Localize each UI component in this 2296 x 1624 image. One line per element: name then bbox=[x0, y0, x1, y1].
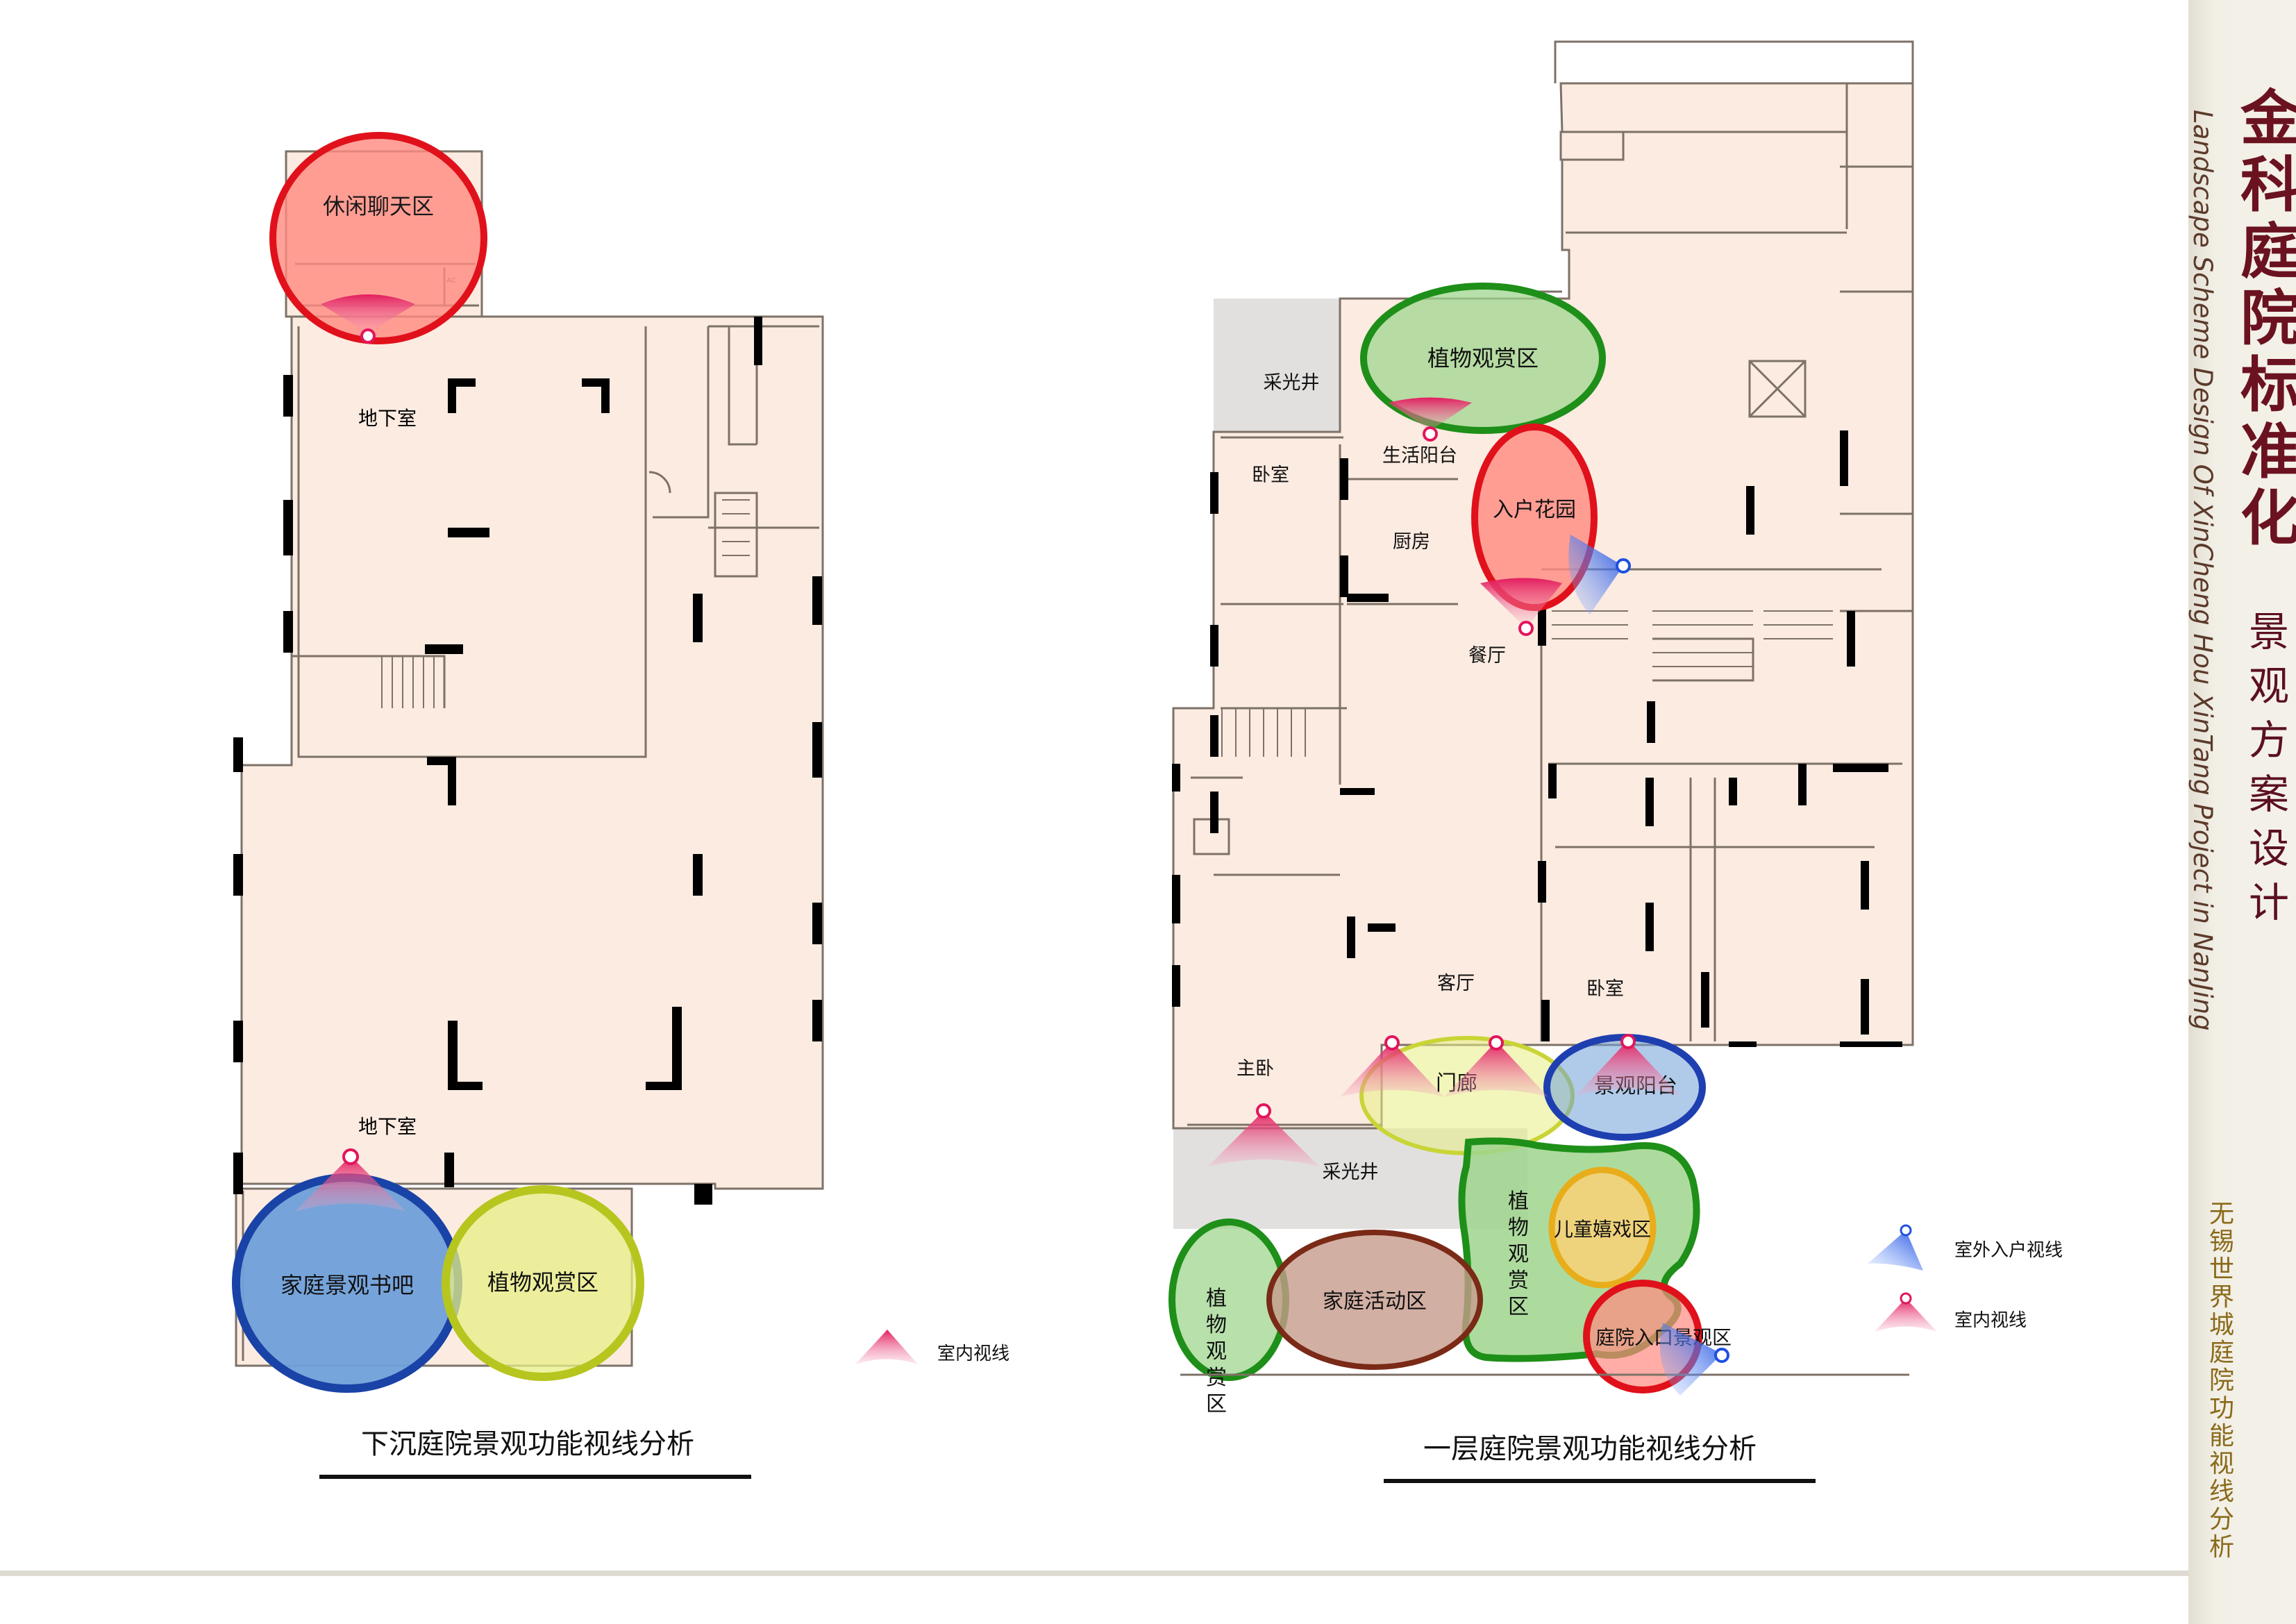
sight-indoor-left-2 bbox=[295, 1148, 406, 1212]
sight-indoor-right-6 bbox=[1208, 1103, 1319, 1166]
left-room-basement-top: 地下室 bbox=[358, 407, 417, 430]
left-stairs bbox=[381, 499, 750, 708]
zone-kids-label: 儿童嬉戏区 bbox=[1554, 1218, 1651, 1241]
room-bedroom-a: 卧室 bbox=[1252, 464, 1289, 486]
sidebar-subtitle-en: Landscape Scheme Design Of XinCheng Hou … bbox=[2188, 110, 2218, 1030]
room-utility-balcony: 生活阳台 bbox=[1382, 445, 1457, 467]
sidebar-background bbox=[2188, 0, 2296, 1624]
right-legend: 室外入户视线 室内视线 bbox=[1868, 1224, 2063, 1332]
sidebar-design-label: 景观方案设计 bbox=[2249, 608, 2289, 926]
sight-indoor-right-5 bbox=[1576, 1034, 1680, 1096]
zone-plants-left-plan: 植物观赏区 bbox=[442, 1185, 644, 1381]
zone-family: 家庭活动区 bbox=[1266, 1230, 1483, 1370]
zone-plants-left: 植物观赏区 bbox=[1168, 1219, 1289, 1416]
sight-indoor-right-1 bbox=[1389, 397, 1472, 442]
zone-reading-label: 家庭景观书吧 bbox=[280, 1272, 414, 1298]
zone-plants-right-label: 植物观赏区 bbox=[1508, 1189, 1529, 1319]
left-caption-underline bbox=[319, 1475, 751, 1479]
sight-outdoor-right-1 bbox=[1568, 535, 1631, 614]
sight-indoor-right-3 bbox=[1340, 1035, 1444, 1097]
room-master-bedroom: 主卧 bbox=[1237, 1058, 1274, 1080]
sight-indoor-left-1 bbox=[321, 294, 415, 344]
right-plan: 采光井 卧室 生活阳台 厨房 餐厅 客厅 卧室 主卧 采光井 植物观赏区 入户花… bbox=[1168, 40, 2063, 1483]
zone-kids: 儿童嬉戏区 bbox=[1548, 1166, 1657, 1289]
sidebar-page-topic: 无锡世界城庭院功能视线分析 bbox=[2209, 1200, 2234, 1562]
left-room-basement-bottom: 地下室 bbox=[358, 1115, 417, 1138]
zone-plants-top: 植物观赏区 bbox=[1360, 283, 1606, 434]
legend-outdoor-icon bbox=[1868, 1230, 1923, 1271]
bottom-rule bbox=[0, 1571, 2188, 1576]
left-plan-caption: 下沉庭院景观功能视线分析 bbox=[361, 1428, 694, 1460]
zone-leisure: 休闲聊天区 bbox=[269, 132, 487, 344]
sight-outdoor-right-2 bbox=[1659, 1323, 1729, 1396]
right-walls bbox=[1172, 430, 1902, 1047]
room-dining: 餐厅 bbox=[1468, 645, 1506, 667]
sight-indoor-right-4 bbox=[1444, 1035, 1548, 1097]
zone-entry-garden-label: 入户花园 bbox=[1493, 498, 1576, 522]
legend-indoor: 室内视线 bbox=[1875, 1292, 2027, 1332]
zone-family-label: 家庭活动区 bbox=[1323, 1289, 1427, 1314]
room-light-well-bottom: 采光井 bbox=[1323, 1162, 1379, 1183]
sight-indoor-right-2 bbox=[1480, 578, 1562, 636]
sidebar-title: 金科庭院标准化 bbox=[2240, 84, 2296, 553]
zone-reading: 家庭景观书吧 bbox=[232, 1173, 462, 1393]
left-basement-floor bbox=[240, 315, 824, 1190]
legend-indoor-icon bbox=[1875, 1298, 1937, 1332]
left-legend: 室内视线 bbox=[855, 1330, 1009, 1364]
room-bedroom-b: 卧室 bbox=[1586, 978, 1624, 1000]
legend-indoor-icon-left bbox=[855, 1330, 918, 1364]
left-walls bbox=[233, 317, 822, 1205]
zone-plants-top-label: 植物观赏区 bbox=[1427, 345, 1539, 371]
legend-outdoor-label: 室外入户视线 bbox=[1954, 1240, 2063, 1261]
zone-leisure-label: 休闲聊天区 bbox=[323, 193, 434, 219]
zone-plants-left-plan-label: 植物观赏区 bbox=[487, 1269, 598, 1296]
legend-outdoor: 室外入户视线 bbox=[1868, 1224, 2063, 1271]
room-kitchen: 厨房 bbox=[1393, 531, 1430, 553]
room-light-well-top: 采光井 bbox=[1264, 372, 1320, 394]
left-plan: 地下室 地下室 AC 休闲聊天区 家庭景观书吧 植物观赏区 室内视线 bbox=[232, 132, 1009, 1479]
right-caption-underline bbox=[1384, 1479, 1816, 1483]
legend-indoor-label: 室内视线 bbox=[1954, 1310, 2027, 1331]
room-living: 客厅 bbox=[1437, 973, 1475, 994]
zone-plants-left-label: 植物观赏区 bbox=[1206, 1287, 1227, 1416]
left-legend-indoor-label: 室内视线 bbox=[937, 1343, 1009, 1364]
right-plan-caption: 一层庭院景观功能视线分析 bbox=[1423, 1433, 1757, 1465]
